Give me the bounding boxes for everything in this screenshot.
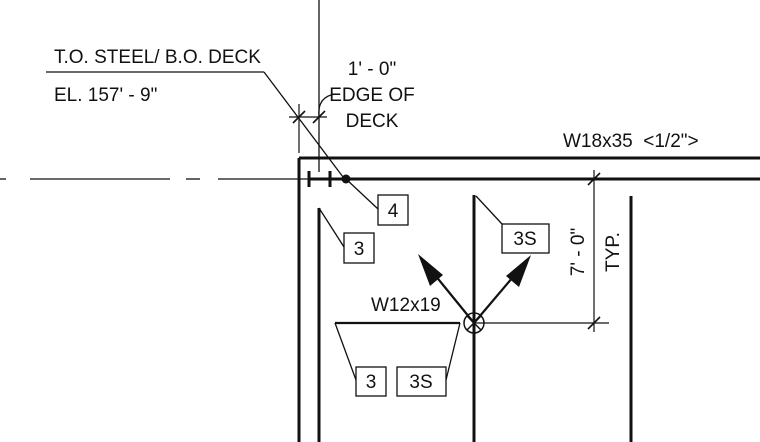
detail-tag-joist-label: 3S xyxy=(513,229,536,250)
spacing-dimension-value: 7' - 0" xyxy=(568,228,589,276)
girder-label: W18x35 <1/2"> xyxy=(563,131,699,152)
beam-tag-leaders xyxy=(334,321,461,381)
edge-dimension-label-line1: EDGE OF xyxy=(329,85,415,106)
span-arrow-left-icon xyxy=(418,254,443,286)
detail-tag-joist[interactable]: 3S xyxy=(475,195,550,254)
detail-tag-beam-b[interactable]: 3S xyxy=(396,366,447,397)
joist-lines xyxy=(317,195,633,442)
detail-tag-beam-a[interactable]: 3 xyxy=(355,366,387,397)
edge-of-deck-dimension: 1' - 0" EDGE OF DECK xyxy=(289,59,415,153)
moment-connection-symbol xyxy=(307,171,332,187)
detail-tag-left-label: 3 xyxy=(354,239,365,260)
beam-label: W12x19 xyxy=(371,295,441,316)
detail-tag-corner-label: 4 xyxy=(388,201,399,222)
detail-tag-left[interactable]: 3 xyxy=(318,207,375,264)
edge-dimension-label-line2: DECK xyxy=(346,111,399,132)
elevation-note-line2: EL. 157' - 9" xyxy=(54,85,157,106)
edge-dimension-value: 1' - 0" xyxy=(348,59,396,80)
spacing-dimension-note: TYP. xyxy=(603,232,624,272)
spacing-dimension xyxy=(474,170,609,332)
deck-edge-outline xyxy=(297,156,760,442)
detail-tag-beam-a-label: 3 xyxy=(366,372,377,393)
span-arrow-right-icon xyxy=(506,255,531,287)
detail-tag-beam-b-label: 3S xyxy=(409,372,432,393)
elevation-note-line1: T.O. STEEL/ B.O. DECK xyxy=(54,47,261,68)
elevation-note: T.O. STEEL/ B.O. DECK EL. 157' - 9" xyxy=(46,47,344,178)
elevation-leader xyxy=(263,71,344,178)
span-direction-symbol xyxy=(418,254,531,334)
detail-tag-corner[interactable]: 4 xyxy=(345,178,409,226)
